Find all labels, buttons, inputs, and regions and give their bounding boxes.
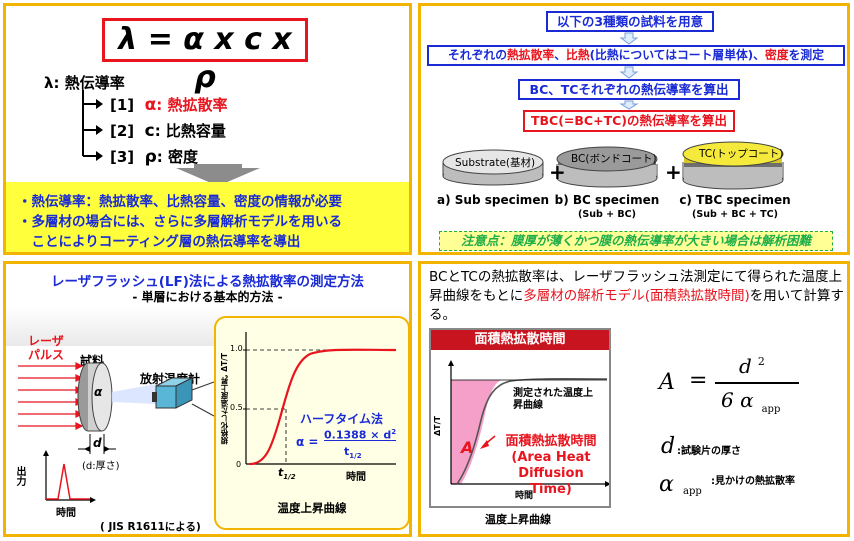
chart-y-label: 規格化した温度上昇, ΔT/T [220,353,229,445]
procedure-graphics [442,32,784,190]
chart-x-label: 時間 [346,472,366,483]
y-tick-1: 1.0 [230,344,243,353]
flow-step-3: BC、TCそれぞれの熱伝導率を算出 [518,79,740,100]
disk-tbc [682,141,784,190]
curve-caption: 温度上昇曲線 [277,501,347,515]
summary-line-1: ・熱伝導率：熱拡散率、比熱容量、密度の情報が必要 [18,194,342,210]
eq-fraction-bar [715,382,799,384]
graph-x-label: 時間 [515,491,534,501]
flow-arrow-icon [619,32,639,45]
summary-line-3: ことによりコーティング層の熱伝導率を導出 [18,234,301,250]
disk-substrate [442,149,544,186]
area-heat-graph-title: 面積熱拡散時間 [431,330,609,350]
lf-apparatus [18,362,215,503]
disk-bc [556,146,658,188]
y-tick-0: 0 [236,460,242,469]
area-heat-chart [448,360,609,487]
def-d-symbol: d [661,434,676,459]
spec-c-sub: (Sub + BC + TC) [692,209,778,220]
measured-curve-label: 測定された温度上昇曲線 [513,388,593,411]
disk-label-tc: TC(トップコート) [699,148,784,160]
panel-tbc-procedure: 以下の3種類の試料を用意 それぞれの熱拡散率、比熱(比熱についてはコート層単体)… [418,3,850,255]
lf-title: レーザフラッシュ(LF)法による熱拡散率の測定方法 [51,274,364,290]
def-alpha-text: :見かけの熱拡散率 [711,476,795,487]
spec-b-sub: (Sub + BC) [578,209,636,220]
conductivity-formula: λ = α x c x ρ [102,18,308,95]
tree-item-3: [3] ρ: 密度 [110,147,199,167]
flow-step-4: TBC(=BC+TC)の熱伝導率を算出 [523,110,735,132]
tree-item-2: [2] c: 比熱容量 [110,121,226,141]
laser-pulse-label: レーザパルス [28,334,65,362]
tree-item-1: [1] α: 熱拡散率 [110,95,228,115]
jis-footer: ( JIS R1611による) [100,521,201,533]
panel-area-heat-diffusion: BCとTCの熱拡散率は、レーザフラッシュ法測定にて得られた温度上昇曲線をもとに多… [418,261,850,537]
graph-area-symbol: A [461,438,474,457]
panel-laser-flash: レーザフラッシュ(LF)法による熱拡散率の測定方法 - 単層における基本的方法 … [3,261,412,537]
area-heat-graph: 面積熱拡散時間 ΔT/T A 測定された温度上昇曲線 面積熱拡散時間(Area … [429,328,611,508]
disk-label-substrate: Substrate(基材) [455,157,536,169]
disk-label-bc: BC(ボンドコート) [571,153,657,165]
plus-sign: + [549,160,566,184]
alpha-formula-den: t1/2 [344,445,362,461]
thermometer-icon [152,377,193,409]
alpha-symbol: α [94,385,103,399]
spec-c-title: c) TBC specimen [679,193,791,207]
temperature-rise-panel: 規格化した温度上昇, ΔT/T 1.0 0.5 0 ハーフタイム法 α = 0.… [214,316,409,530]
alpha-formula-num: 0.1388 × d2 [324,428,397,442]
temperature-rise-chart [243,332,397,466]
panel-thermal-conductivity: λ = α x c x ρ λ: 熱伝導率 [1] α: 熱拡散率 [2] c:… [3,3,412,255]
y-tick-05: 0.5 [230,403,243,412]
eq-equals: = [689,368,708,393]
flow-step-1: 以下の3種類の試料を用意 [546,11,714,32]
lf-subtitle: - 単層における基本的方法 - [132,290,283,304]
down-arrow-icon [176,164,260,186]
d-symbol: d [93,436,102,450]
graph-caption: 温度上昇曲線 [485,513,551,526]
caution-note: 注意点：膜厚が薄くかつ膜の熱伝導率が大きい場合は解析困難 [439,231,833,251]
flow-arrow-icon [619,100,639,110]
lambda-symbol: λ [44,74,54,92]
summary-band: ・熱伝導率：熱拡散率、比熱容量、密度の情報が必要 ・多層材の場合には、さらに多層… [6,182,409,252]
thickness-note: (d:厚さ) [82,461,120,472]
spec-a-title: a) Sub specimen [437,193,549,207]
flow-step-2: それぞれの熱拡散率、比熱(比熱についてはコート層単体)、密度を測定 [427,45,845,66]
alpha-formula-lhs: α = [296,435,319,449]
tree-lines [82,90,260,186]
t-half-label: t1/2 [278,466,296,482]
explanation-text: BCとTCの熱拡散率は、レーザフラッシュ法測定にて得られた温度上昇曲線をもとに多… [429,269,844,323]
def-alpha-symbol: α [659,472,674,497]
summary-line-2: ・多層材の場合には、さらに多層解析モデルを用いる [18,214,342,230]
def-d-text: :試験片の厚さ [677,446,741,457]
output-label: 出力 [14,466,25,486]
eq-A: A [659,370,675,395]
spec-b-title: b) BC specimen [554,193,660,207]
half-time-label: ハーフタイム法 [300,412,384,426]
graph-y-label: ΔT/T [433,416,442,437]
lambda-label: : 熱伝導率 [53,74,125,92]
time-label: 時間 [56,508,76,519]
flow-arrow-icon [619,66,639,79]
def-alpha-sub: app [683,486,702,497]
plus-sign: + [665,160,682,184]
